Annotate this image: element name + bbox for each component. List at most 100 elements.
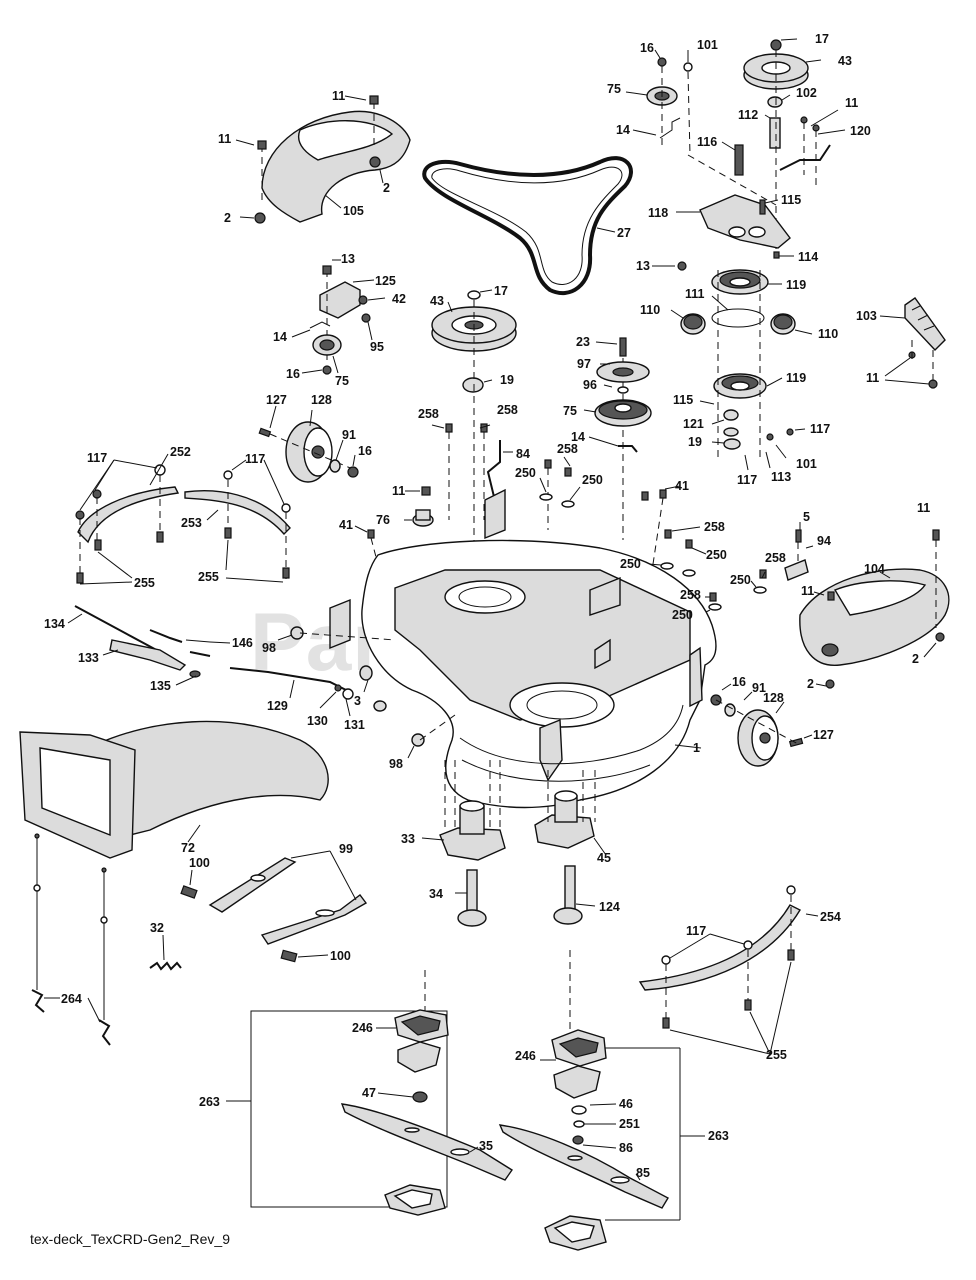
callout-254: 254 xyxy=(820,910,841,924)
callout-127: 127 xyxy=(266,393,287,407)
idler-arm-118 xyxy=(652,109,846,271)
callout-11: 11 xyxy=(866,371,879,385)
callout-16: 16 xyxy=(640,41,654,55)
callout-258: 258 xyxy=(497,403,518,417)
callout-96: 96 xyxy=(583,378,597,392)
callout-94: 94 xyxy=(817,534,831,548)
callout-5: 5 xyxy=(803,510,810,524)
callout-2: 2 xyxy=(383,181,390,195)
callout-98: 98 xyxy=(389,757,403,771)
callout-116: 116 xyxy=(697,135,717,149)
callout-255: 255 xyxy=(134,576,155,590)
baffle-253 xyxy=(184,459,291,583)
callout-258: 258 xyxy=(704,520,725,534)
blade-assembly-right xyxy=(498,950,705,1251)
callout-250: 250 xyxy=(672,608,693,622)
callout-104: 104 xyxy=(864,562,885,576)
callout-112: 112 xyxy=(738,108,758,122)
callout-16: 16 xyxy=(286,367,300,381)
callout-258: 258 xyxy=(680,588,701,602)
callout-91: 91 xyxy=(342,428,356,442)
callout-11: 11 xyxy=(845,96,858,110)
discharge-chute-72 xyxy=(19,720,329,859)
callout-124: 124 xyxy=(599,900,620,914)
lift-bars-99 xyxy=(149,850,368,971)
callout-97: 97 xyxy=(577,357,591,371)
callout-11: 11 xyxy=(218,132,231,146)
callout-43: 43 xyxy=(430,294,444,308)
callout-146: 146 xyxy=(232,636,253,650)
center-pulley-stack xyxy=(583,337,652,540)
callout-102: 102 xyxy=(796,86,817,100)
belt-cover-part xyxy=(261,110,411,223)
callout-128: 128 xyxy=(311,393,332,407)
callout-101: 101 xyxy=(697,38,718,52)
spindle-housing-45 xyxy=(534,770,607,856)
callout-2: 2 xyxy=(912,652,919,666)
callout-258: 258 xyxy=(557,442,578,456)
callout-255: 255 xyxy=(198,570,219,584)
callout-23: 23 xyxy=(576,335,590,349)
blade-assembly-left xyxy=(226,970,513,1216)
callout-47: 47 xyxy=(362,1086,376,1100)
callout-33: 33 xyxy=(401,832,415,846)
callout-32: 32 xyxy=(150,921,164,935)
callout-246: 246 xyxy=(352,1021,373,1035)
rod-84 xyxy=(486,440,513,506)
baffle-254 xyxy=(638,885,819,1055)
pulley-center xyxy=(431,289,517,560)
part-76 xyxy=(404,509,434,527)
callout-250: 250 xyxy=(620,557,641,571)
callout-264: 264 xyxy=(61,992,82,1006)
callout-121: 121 xyxy=(683,417,704,431)
callout-17: 17 xyxy=(494,284,508,298)
callout-86: 86 xyxy=(619,1141,633,1155)
callout-43: 43 xyxy=(838,54,852,68)
callout-105: 105 xyxy=(343,204,364,218)
callout-100: 100 xyxy=(330,949,351,963)
callout-251: 251 xyxy=(619,1117,640,1131)
screws-top-left xyxy=(235,95,384,224)
callout-16: 16 xyxy=(732,675,746,689)
callout-250: 250 xyxy=(730,573,751,587)
lift-linkage-left xyxy=(67,605,456,759)
callout-27: 27 xyxy=(617,226,631,240)
callout-250: 250 xyxy=(582,473,603,487)
rod-264-pair xyxy=(31,833,111,1046)
mower-deck-housing xyxy=(329,488,717,809)
gauge-wheel-left xyxy=(258,405,359,483)
callout-14: 14 xyxy=(571,430,585,444)
callout-117: 117 xyxy=(245,452,265,466)
callout-labels: 11 11 2 2 105 27 13 125 42 14 95 16 75 4… xyxy=(44,32,930,1180)
callout-84: 84 xyxy=(516,447,530,461)
callout-11: 11 xyxy=(332,89,345,103)
callout-2: 2 xyxy=(224,211,231,225)
callout-14: 14 xyxy=(616,123,630,137)
callout-115: 115 xyxy=(673,393,693,407)
callout-11: 11 xyxy=(917,501,930,515)
callout-11: 11 xyxy=(392,484,405,498)
callout-45: 45 xyxy=(597,851,611,865)
top-idler-75 xyxy=(625,49,693,156)
callout-91: 91 xyxy=(752,681,766,695)
callout-119: 119 xyxy=(786,371,806,385)
gear-stack xyxy=(670,269,813,471)
callout-133: 133 xyxy=(78,651,99,665)
callout-250: 250 xyxy=(515,466,536,480)
spindle-shaft-34 xyxy=(455,869,487,927)
callout-135: 135 xyxy=(150,679,171,693)
callout-72: 72 xyxy=(181,841,195,855)
callout-246: 246 xyxy=(515,1049,536,1063)
callout-130: 130 xyxy=(307,714,328,728)
callout-252: 252 xyxy=(170,445,191,459)
gauge-wheel-right xyxy=(710,683,813,767)
callout-255: 255 xyxy=(766,1048,787,1062)
callout-263: 263 xyxy=(199,1095,220,1109)
callout-258: 258 xyxy=(765,551,786,565)
callout-1: 1 xyxy=(693,741,700,755)
callout-128: 128 xyxy=(763,691,784,705)
callout-101: 101 xyxy=(796,457,817,471)
callout-114: 114 xyxy=(798,250,818,264)
callout-35: 35 xyxy=(479,1139,493,1153)
callout-13: 13 xyxy=(636,259,650,273)
